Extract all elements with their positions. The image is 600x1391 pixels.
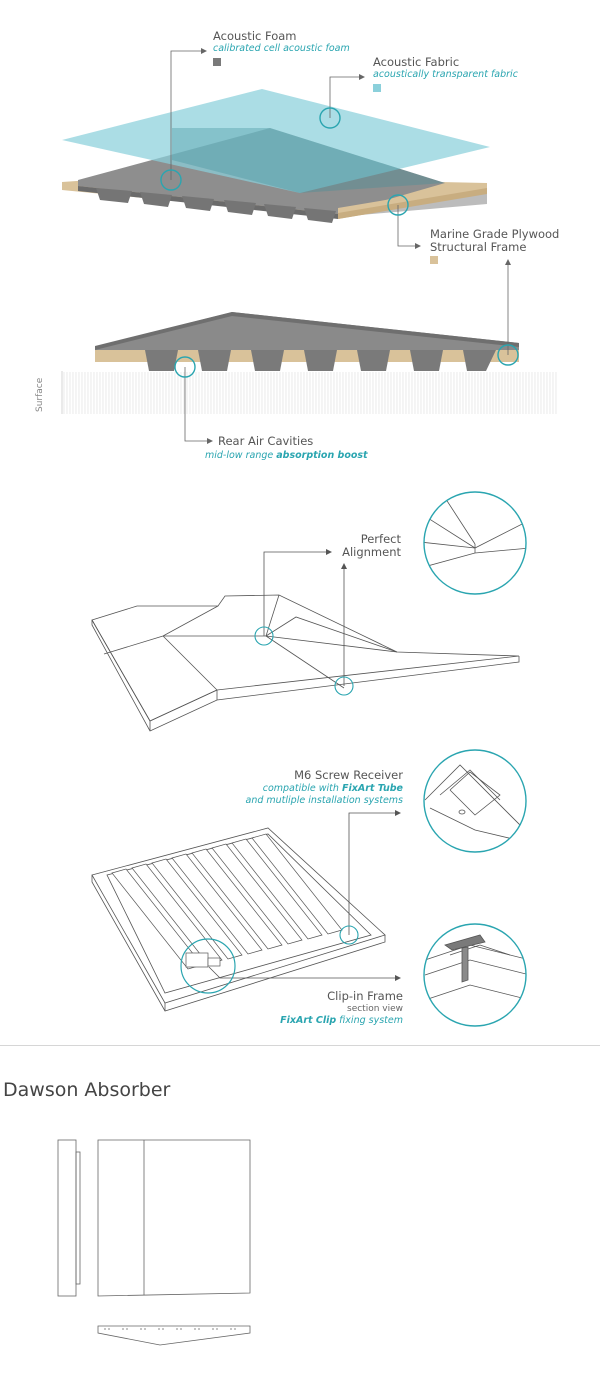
panel-edge-callout-circle xyxy=(497,344,519,366)
alignment-line2: Alignment xyxy=(342,545,401,559)
fabric-title: Acoustic Fabric xyxy=(373,55,460,69)
assembled-panel xyxy=(95,312,519,371)
fabric-layer xyxy=(62,89,490,193)
cavities-desc-prefix: mid-low range xyxy=(205,450,274,461)
clip-desc-suffix: fixing system xyxy=(339,1015,403,1026)
section-divider xyxy=(0,1045,600,1046)
foam-desc: calibrated cell acoustic foam xyxy=(213,43,350,54)
product-title: Dawson Absorber xyxy=(3,1079,171,1101)
plywood-title-line1: Marine Grade Plywood xyxy=(430,227,560,241)
clip-desc: FixArt Clip fixing system xyxy=(240,1015,403,1027)
receiver-callout-small xyxy=(339,925,359,945)
alignment-callout-small-1 xyxy=(254,626,274,646)
cavities-desc: mid-low range absorption boost xyxy=(205,450,368,462)
alignment-line1: Perfect xyxy=(360,532,401,546)
side-profile xyxy=(57,1139,77,1297)
cavities-desc-bold: absorption boost xyxy=(276,450,368,461)
receiver-zoom-circle xyxy=(423,749,527,853)
clip-zoom-circle xyxy=(423,923,527,1027)
foam-title: Acoustic Foam xyxy=(213,29,297,43)
foam-layer-exploded xyxy=(62,128,487,223)
receiver-desc1-bold: FixArt Tube xyxy=(341,783,403,794)
foam-callout-circle xyxy=(160,169,182,191)
receiver-desc1-prefix: compatible with xyxy=(262,783,339,794)
receiver-desc2: and mutliple installation systems xyxy=(245,795,403,806)
clip-callout-small xyxy=(180,938,236,994)
fabric-callout-circle xyxy=(319,107,341,129)
surface-hatch xyxy=(63,372,557,414)
plywood-title-line2: Structural Frame xyxy=(430,240,527,254)
alignment-callout-small-2 xyxy=(334,676,354,696)
receiver-desc1: compatible with FixArt Tube xyxy=(240,783,403,795)
cavities-title: Rear Air Cavities xyxy=(218,434,314,448)
clip-title: Clip-in Frame xyxy=(327,989,403,1003)
receiver-title: M6 Screw Receiver xyxy=(294,768,403,782)
front-view xyxy=(97,1139,251,1297)
layer-diagram xyxy=(61,48,557,444)
bottom-section xyxy=(97,1325,251,1346)
alignment-zoom-circle xyxy=(423,491,527,595)
fabric-swatch xyxy=(373,84,381,92)
plywood-callout-circle xyxy=(387,194,409,216)
clip-view: section view xyxy=(347,1004,403,1014)
fabric-desc: acoustically transparent fabric xyxy=(373,69,518,80)
foam-swatch xyxy=(213,58,221,66)
cavity-callout-circle xyxy=(174,356,196,378)
plywood-swatch xyxy=(430,256,438,264)
clip-desc-bold: FixArt Clip xyxy=(280,1015,337,1026)
